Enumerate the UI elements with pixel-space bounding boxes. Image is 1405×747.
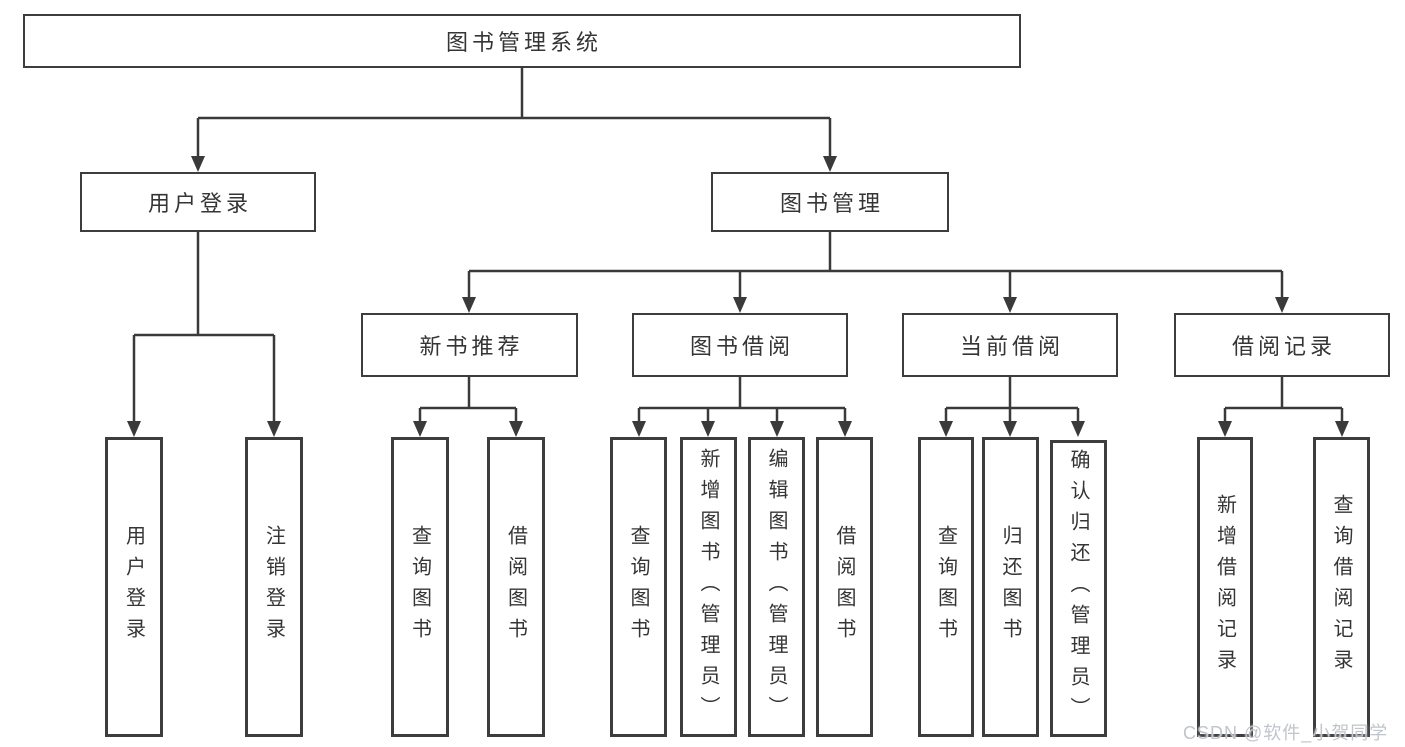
leaf-edit-book-admin: 编辑图书（管理员） [748, 437, 805, 737]
csdn-watermark: CSDN @软件_小贺同学 [1183, 723, 1389, 743]
leaf-query-books-recommend: 查询图书 [391, 437, 449, 737]
leaf-return-books: 归还图书 [982, 437, 1039, 737]
tree-connector-segments [132, 67, 1344, 423]
leaf-query-borrow-record: 查询借阅记录 [1313, 437, 1370, 737]
leaf-borrow-books-recommend: 借阅图书 [487, 437, 545, 737]
leaf-user-login: 用户登录 [105, 437, 163, 737]
leaf-add-book-admin: 新增图书（管理员） [680, 437, 737, 737]
leaf-add-borrow-record: 新增借阅记录 [1197, 437, 1253, 737]
node-user-login: 用户登录 [80, 172, 316, 232]
leaf-query-books-current: 查询图书 [918, 437, 974, 737]
leaf-confirm-return-admin: 确认归还（管理员） [1050, 440, 1107, 737]
node-new-book-recommend: 新书推荐 [361, 313, 578, 377]
leaf-logout: 注销登录 [245, 437, 303, 737]
leaf-query-books-borrow: 查询图书 [610, 437, 667, 737]
node-borrow-records: 借阅记录 [1174, 313, 1390, 377]
node-root: 图书管理系统 [23, 14, 1021, 68]
leaf-borrow-books: 借阅图书 [816, 437, 873, 737]
node-book-borrow: 图书借阅 [632, 313, 848, 377]
node-book-management: 图书管理 [711, 172, 949, 232]
node-current-borrow: 当前借阅 [902, 313, 1118, 377]
